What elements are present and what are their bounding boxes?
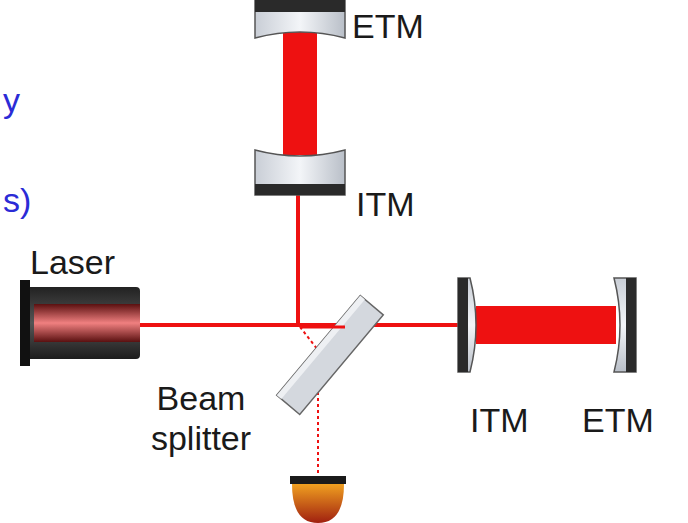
arm-cavity-beam <box>283 30 317 155</box>
laser-label: Laser <box>30 242 115 282</box>
photodetector <box>292 484 344 523</box>
beam <box>296 300 300 327</box>
mirror-label: ITM <box>470 400 529 440</box>
beam <box>140 323 462 327</box>
end-test-mass <box>255 0 345 38</box>
detector-housing <box>290 476 346 484</box>
end-test-mass <box>614 278 636 372</box>
input-test-mass <box>458 278 476 372</box>
beam <box>300 326 345 329</box>
laser-cavity <box>34 304 140 342</box>
beam-splitter-label: Beam splitter <box>126 378 276 458</box>
mirror-coating <box>255 0 345 12</box>
laser-body <box>20 287 140 359</box>
mirror-label: ETM <box>582 400 654 440</box>
mirror-label: ETM <box>352 6 424 46</box>
input-test-mass <box>255 150 345 195</box>
mirror-coating <box>255 184 345 195</box>
arm-cavity-beam <box>476 306 616 344</box>
laser-end-cap <box>20 280 30 366</box>
output-beam <box>300 327 318 350</box>
mirror-coating <box>458 278 468 372</box>
mirror-coating <box>626 278 636 372</box>
cut-off-text: y <box>3 80 20 120</box>
cut-off-text: s) <box>3 180 31 220</box>
beam-splitter <box>277 296 384 415</box>
mirror-label: ITM <box>356 184 415 224</box>
